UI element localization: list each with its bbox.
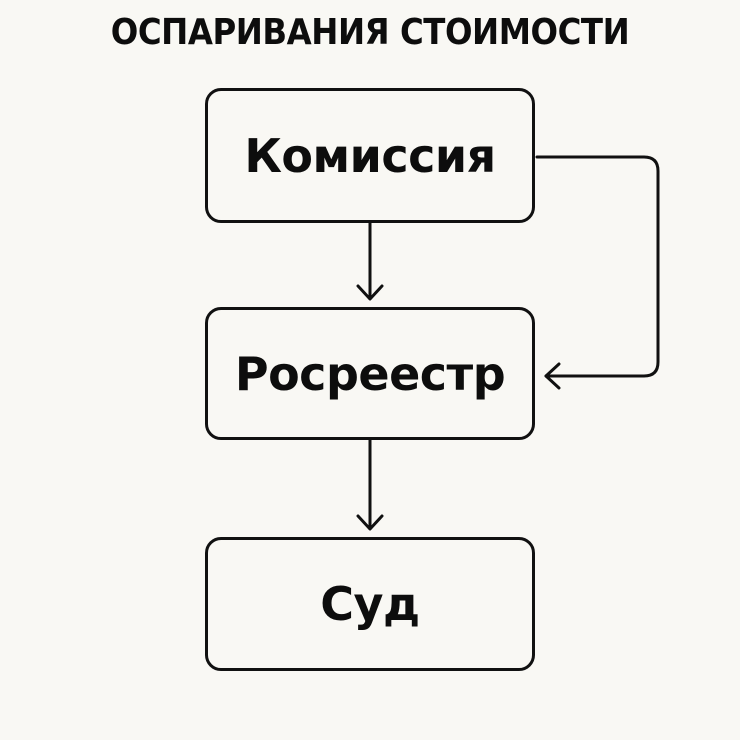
node-rosreestr: Росреестр — [205, 307, 535, 440]
node-sud: Суд — [205, 537, 535, 671]
arrow-komissiya-to-rosreestr — [356, 221, 384, 301]
arrow-komissiya-to-rosreestr-loop — [535, 155, 660, 390]
node-komissiya-label: Комиссия — [244, 128, 496, 183]
diagram-title: ОСПАРИВАНИЯ СТОИМОСТИ — [110, 12, 630, 53]
node-sud-label: Суд — [320, 577, 420, 631]
arrow-rosreestr-to-sud — [356, 438, 384, 531]
node-rosreestr-label: Росреестр — [234, 346, 506, 401]
node-komissiya: Комиссия — [205, 88, 535, 223]
